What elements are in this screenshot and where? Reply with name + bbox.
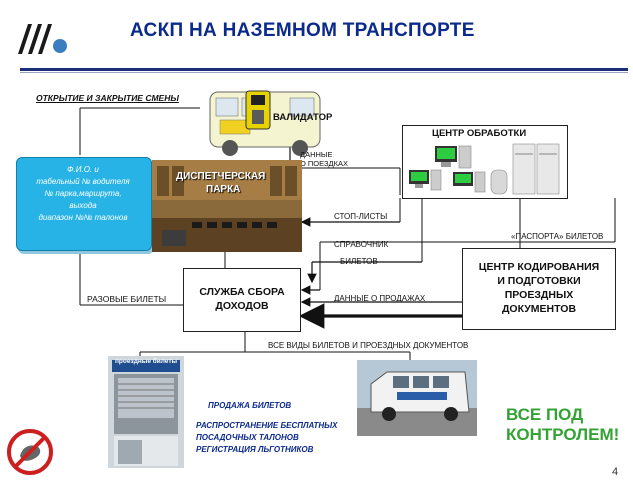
header-divider — [20, 68, 628, 71]
reference-label: СПРАВОЧНИК — [334, 240, 389, 249]
trip-data-line1: ДАННЫЕ — [300, 150, 333, 159]
coding-line3: ПРОЕЗДНЫХ — [504, 289, 574, 301]
dispatcher-photo — [152, 160, 302, 252]
revenue-service-box — [183, 268, 301, 332]
sales-text-1: ПРОДАЖА БИЛЕТОВ — [208, 401, 292, 410]
revenue-service-label: СЛУЖБА СБОРА ДОХОДОВ — [183, 285, 301, 313]
driver-info-line2: табельный № водителя — [36, 177, 130, 186]
all-tickets-label: ВСЕ ВИДЫ БИЛЕТОВ И ПРОЕЗДНЫХ ДОКУМЕНТОВ — [268, 341, 469, 350]
driver-info-line1: Ф.И.О. и — [67, 165, 99, 174]
dispatch-line1: ДИСПЕТЧЕРСКАЯ — [176, 171, 266, 182]
coding-line2: И ПОДГОТОВКИ — [497, 275, 581, 287]
sales-text-2: РАСПРОСТРАНЕНИЕ БЕСПЛАТНЫХ — [196, 421, 338, 430]
sales-text-4: РЕГИСТРАЦИЯ ЛЬГОТНИКОВ — [196, 445, 314, 454]
driver-info-box — [16, 157, 152, 251]
passports-label: «ПАСПОРТА» БИЛЕТОВ — [511, 232, 604, 241]
validator-label: ВАЛИДАТОР — [273, 112, 333, 123]
control-slogan: ВСЕ ПОД КОНТРОЛЕМ! — [506, 405, 619, 445]
page-number: 4 — [612, 466, 619, 478]
coding-line1: ЦЕНТР КОДИРОВАНИЯ — [478, 261, 600, 273]
trip-data-label: ДАННЫЕ О ПОЕЗДКАХ — [300, 150, 348, 168]
dispatch-label: ДИСПЕТЧЕРСКАЯ ПАРКА — [176, 170, 265, 196]
single-tickets-label: РАЗОВЫЕ БИЛЕТЫ — [87, 294, 167, 304]
driver-info-line3: № парка,маршрута, — [44, 189, 122, 198]
driver-info-line4: выхода — [69, 201, 97, 210]
servers-illustration — [409, 143, 560, 195]
header-divider-thin — [20, 72, 628, 73]
coding-line4: ДОКУМЕНТОВ — [501, 303, 577, 315]
ticket-kiosk-photo — [108, 356, 184, 468]
page-title: АСКП НА НАЗЕМНОМ ТРАНСПОРТЕ — [130, 20, 475, 41]
dispatch-line2: ПАРКА — [206, 184, 241, 195]
coding-center-label: ЦЕНТР КОДИРОВАНИЯ И ПОДГОТОВКИ ПРОЕЗДНЫХ… — [462, 260, 616, 316]
ticket-van-photo — [357, 360, 477, 436]
sales-text-block: РАСПРОСТРАНЕНИЕ БЕСПЛАТНЫХ ПОСАДОЧНЫХ ТА… — [196, 420, 337, 456]
tickets-label: БИЛЕТОВ — [340, 257, 378, 266]
kiosk-sign: проездные билеты — [115, 358, 178, 365]
validator-device — [245, 90, 271, 130]
sales-text-3: ПОСАДОЧНЫХ ТАЛОНОВ — [196, 433, 299, 442]
sales-data-label: ДАННЫЕ О ПРОДАЖАХ — [334, 294, 426, 303]
driver-info-text: Ф.И.О. и табельный № водителя № парка,ма… — [16, 164, 150, 224]
revenue-line2: ДОХОДОВ — [215, 300, 269, 312]
processing-center-label: ЦЕНТР ОБРАБОТКИ — [432, 128, 527, 139]
company-logo — [18, 24, 67, 54]
trip-data-line2: О ПОЕЗДКАХ — [300, 159, 348, 168]
shift-label: ОТКРЫТИЕ И ЗАКРЫТИЕ СМЕНЫ — [36, 93, 179, 103]
coding-center-box — [462, 248, 616, 330]
control-line2: КОНТРОЛЕМ! — [506, 425, 620, 444]
driver-info-line5: диапазон №№ талонов — [38, 213, 128, 222]
control-line1: ВСЕ ПОД — [506, 405, 584, 424]
prohibited-icon — [7, 429, 53, 475]
revenue-line1: СЛУЖБА СБОРА — [199, 286, 285, 298]
stop-lists-label: СТОП-ЛИСТЫ — [334, 212, 388, 221]
